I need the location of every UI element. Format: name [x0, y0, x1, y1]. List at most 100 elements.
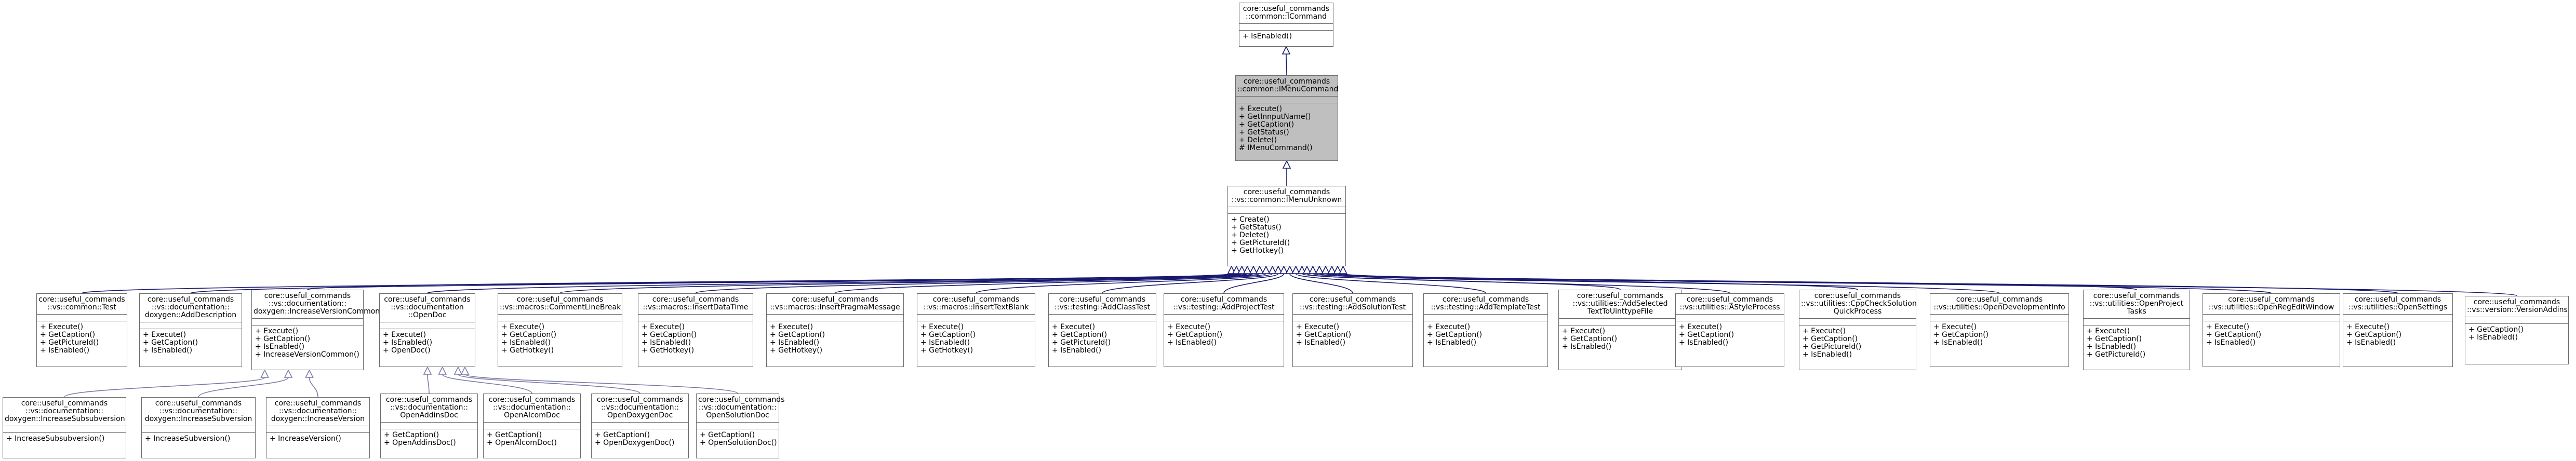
class-operation: + GetCaption() [700, 431, 755, 439]
class-operation: + GetCaption() [384, 431, 439, 439]
class-operations: + Create()+ GetStatus()+ Delete()+ GetPi… [1228, 213, 1345, 257]
class-node-addsolutiontest[interactable]: core::useful_commands::vs::testing::AddS… [1292, 293, 1413, 367]
class-node-increaseversion[interactable]: core::useful_commands::vs::documentation… [266, 397, 370, 458]
class-node-opensettings[interactable]: core::useful_commands::vs::utilities::Op… [2343, 293, 2453, 367]
class-node-menuunknown[interactable]: core::useful_commands::vs::common::IMenu… [1227, 186, 1346, 266]
class-title-line: ::vs::common::Test [47, 303, 116, 311]
class-operations: + Execute()+ GetCaption()+ IsEnabled() [1424, 321, 1547, 349]
class-title-line: ::vs::documentation:: [601, 403, 679, 412]
inheritance-edge [1286, 53, 1287, 76]
inheritance-arrowhead [1309, 265, 1317, 274]
class-operation: + GetCaption() [2206, 331, 2262, 339]
class-operation: + GetCaption() [2087, 335, 2142, 343]
class-node-openregeditwindow[interactable]: core::useful_commands::vs::utilities::Op… [2203, 293, 2340, 367]
class-operation: + Execute() [1679, 323, 1723, 331]
class-operation: + GetCaption() [40, 331, 96, 339]
inheritance-edge [976, 273, 1273, 294]
class-node-astyleprocess[interactable]: core::useful_commands::vs::utilities::AS… [1675, 293, 1784, 367]
inheritance-edge [309, 377, 318, 398]
class-operation: + GetPictureId() [1052, 338, 1111, 347]
inheritance-arrowhead [1327, 265, 1337, 274]
class-title-line: core::useful_commands [38, 295, 125, 304]
class-node-opendoc[interactable]: core::useful_commands::vs::documentation… [379, 293, 475, 367]
class-node-insertpragmamessage[interactable]: core::useful_commands::vs::macros::Inser… [766, 293, 904, 367]
class-node-addclasstest[interactable]: core::useful_commands::vs::testing::AddC… [1048, 293, 1156, 367]
class-title-line: core::useful_commands [1243, 77, 1330, 86]
class-operation: + GetCaption() [501, 331, 557, 339]
class-title: core::useful_commands::vs::documentation… [697, 394, 784, 422]
class-node-increaseversioncommon[interactable]: core::useful_commands::vs::documentation… [251, 290, 380, 370]
class-operation: + IncreaseSubsubversion() [6, 435, 105, 443]
class-node-addtemplatetest[interactable]: core::useful_commands::vs::testing::AddT… [1423, 293, 1548, 367]
class-node-opendevelopmentinfo[interactable]: core::useful_commands::vs::utilities::Op… [1930, 293, 2069, 367]
class-operation: + OpenDoxygenDoc() [595, 439, 675, 447]
class-operation: + Execute() [2346, 323, 2390, 331]
class-node-versionaddins[interactable]: core::useful_commands::vs::version::Vers… [2465, 296, 2569, 364]
class-operation: + IsEnabled() [2346, 338, 2396, 347]
class-node-opendoxygendoc[interactable]: core::useful_commands::vs::documentation… [591, 394, 689, 458]
class-node-inserttextblank[interactable]: core::useful_commands::vs::macros::Inser… [917, 293, 1035, 367]
class-attributes [380, 322, 475, 329]
class-operation: + Execute() [1296, 323, 1340, 331]
class-title: core::useful_commands::vs::documentation… [140, 294, 242, 322]
class-title-line: core::useful_commands [1814, 292, 1901, 300]
class-title-line: ::common::IMenuCommand [1237, 85, 1339, 93]
class-operation: + IsEnabled() [143, 346, 193, 355]
class-operations: + IsEnabled() [1239, 30, 1333, 43]
class-operation: + IsEnabled() [1296, 338, 1346, 347]
class-title-line: core::useful_commands [1956, 295, 2043, 304]
class-title-line: OpenSolutionDoc [706, 411, 769, 419]
class-node-commentlinebreak[interactable]: core::useful_commands::vs::macros::Comme… [498, 293, 622, 367]
inheritance-arrowhead [1249, 265, 1258, 274]
class-title-line: core::useful_commands [1577, 292, 1664, 300]
class-operation: + IsEnabled() [1933, 338, 1983, 347]
class-node-increasesubversion[interactable]: core::useful_commands::vs::documentation… [141, 397, 256, 458]
class-operations: + IncreaseVersion() [266, 432, 369, 445]
class-operation: + IsEnabled() [1679, 338, 1729, 347]
class-title-line: ::vs::testing::AddClassTest [1055, 303, 1150, 311]
class-operations: + Execute()+ GetCaption()+ IsEnabled() [1930, 321, 2068, 349]
class-node-imenucommand[interactable]: core::useful_commands::common::IMenuComm… [1235, 75, 1338, 161]
class-operation: + IsEnabled() [1427, 338, 1477, 347]
class-operation: + GetPictureId() [1803, 343, 1862, 351]
class-title-line: ::vs::documentation:: [390, 403, 468, 412]
class-operation: + IsEnabled() [1803, 350, 1852, 359]
class-title-line: core::useful_commands [488, 396, 576, 404]
class-node-opensolutiondoc[interactable]: core::useful_commands::vs::documentation… [696, 394, 784, 458]
class-node-addprojecttest[interactable]: core::useful_commands::vs::testing::AddP… [1164, 293, 1284, 367]
class-operation: + Execute() [2087, 327, 2130, 335]
class-title-line: core::useful_commands [652, 295, 739, 304]
class-operation: + GetCaption() [2346, 331, 2402, 339]
class-attributes [697, 422, 779, 429]
class-title: core::useful_commands::vs::documentation… [381, 394, 477, 422]
class-node-addselectedtexttouinttypefile[interactable]: core::useful_commands::vs::utilities::Ad… [1558, 290, 1682, 370]
class-operation: + Execute() [383, 331, 426, 339]
class-title: core::useful_commands::vs::testing::AddC… [1049, 294, 1156, 314]
inheritance-arrowhead [1232, 265, 1241, 274]
class-operation: + IsEnabled() [383, 338, 433, 347]
class-operation: + GetPictureId() [2087, 350, 2146, 359]
class-node-insertdatatime[interactable]: core::useful_commands::vs::macros::Inser… [638, 293, 753, 367]
class-operations: + Execute()+ GetCaption()+ IsEnabled() [2343, 321, 2452, 349]
class-title-line: ::vs::testing::AddTemplateTest [1431, 303, 1541, 311]
class-operation: + GetInnputName() [1239, 113, 1311, 121]
class-operation: + IsEnabled() [1562, 343, 1612, 351]
class-node-cppchecksolutionquickprocess[interactable]: core::useful_commands::vs::utilities::Cp… [1799, 290, 1917, 370]
inheritance-edge [1289, 273, 1353, 294]
class-node-increasesubsubversion[interactable]: core::useful_commands::vs::documentation… [3, 397, 126, 458]
class-operation: + IsEnabled() [2206, 338, 2256, 347]
class-node-openalcomdoc[interactable]: core::useful_commands::vs::documentation… [483, 394, 581, 458]
inheritance-edge [695, 273, 1260, 294]
class-operation: + IncreaseVersionCommon() [255, 350, 359, 359]
class-title-line: ::vs::macros::CommentLineBreak [500, 303, 621, 311]
class-operation: + GetCaption() [1679, 331, 1734, 339]
class-operation: + OpenAddinsDoc() [384, 439, 456, 447]
class-node-icommand[interactable]: core::useful_commands::common::ICommand+… [1239, 3, 1333, 47]
class-operation: + GetHotkey() [920, 346, 973, 355]
class-title: core::useful_commands::vs::documentation… [380, 294, 475, 322]
class-node-adddescription[interactable]: core::useful_commands::vs::documentation… [139, 293, 242, 367]
class-node-openprojecttasks[interactable]: core::useful_commands::vs::utilities::Op… [2083, 290, 2190, 370]
class-node-openaddinsdoc[interactable]: core::useful_commands::vs::documentation… [380, 394, 478, 458]
class-node-test[interactable]: core::useful_commands::vs::common::Test+… [36, 293, 127, 367]
class-operations: + Execute()+ GetCaption()+ IsEnabled() [1293, 321, 1412, 349]
